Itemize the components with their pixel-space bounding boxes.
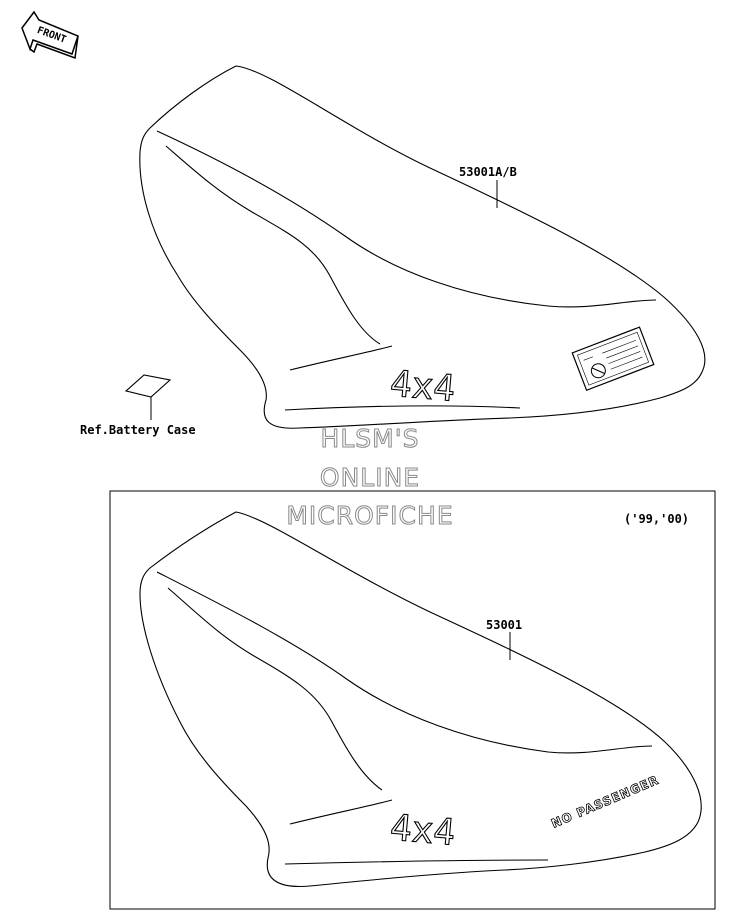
upper-seat: 4x4: [139, 65, 706, 429]
battery-case-ref-part: [124, 374, 172, 420]
variant-frame: [109, 490, 716, 910]
watermark-line-3: MICROFICHE: [286, 501, 454, 531]
upper-seat-lower-crease: [289, 345, 393, 371]
upper-seat-graphic: 4x4: [388, 363, 456, 410]
upper-seat-bottom-stripe: [284, 405, 521, 411]
lower-seat-ridge: [156, 571, 653, 754]
lower-seat-bottom-stripe: [284, 859, 549, 865]
warning-label: [571, 326, 655, 392]
lower-seat: 4x4 NO PASSENGER: [139, 511, 702, 888]
lower-seat-outline: [139, 511, 702, 888]
front-arrow-icon: FRONT: [21, 10, 79, 60]
battery-case-ref-label: Ref.Battery Case: [80, 423, 196, 437]
no-passenger-decal: NO PASSENGER: [549, 773, 661, 831]
watermark-line-1: HLSM'S: [320, 424, 420, 454]
upper-seat-ridge: [156, 130, 657, 308]
lower-seat-graphic: 4x4: [388, 807, 456, 854]
no-passenger-symbol-icon: [590, 363, 606, 379]
upper-seat-side-crease: [165, 145, 381, 345]
model-years-label: ('99,'00): [624, 512, 690, 526]
lower-seat-lower-crease: [289, 799, 393, 825]
lower-seat-side-crease: [167, 587, 383, 791]
upper-part-number: 53001A/B: [459, 165, 517, 179]
watermark-line-2: ONLINE: [319, 463, 421, 493]
upper-seat-outline: [139, 65, 706, 429]
lower-part-number: 53001: [486, 618, 523, 632]
